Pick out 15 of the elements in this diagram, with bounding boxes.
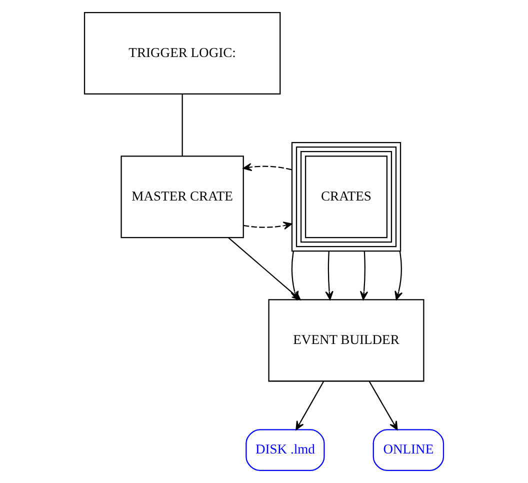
arrow xyxy=(290,251,299,300)
node-box: ONLINE xyxy=(372,429,444,471)
node-box: TRIGGER LOGIC: xyxy=(84,12,281,95)
arrow xyxy=(242,163,292,172)
arrow xyxy=(394,251,403,300)
node-box: CRATES xyxy=(291,142,402,252)
arrow xyxy=(360,251,368,300)
node-box: DISK .lmd xyxy=(246,429,325,471)
arrow xyxy=(325,251,334,300)
node-box: EVENT BUILDER xyxy=(268,299,424,382)
arrow xyxy=(368,380,398,430)
node-box: MASTER CRATE xyxy=(120,156,244,238)
connector xyxy=(182,94,183,156)
arrow xyxy=(243,222,292,230)
arrow xyxy=(296,380,324,430)
